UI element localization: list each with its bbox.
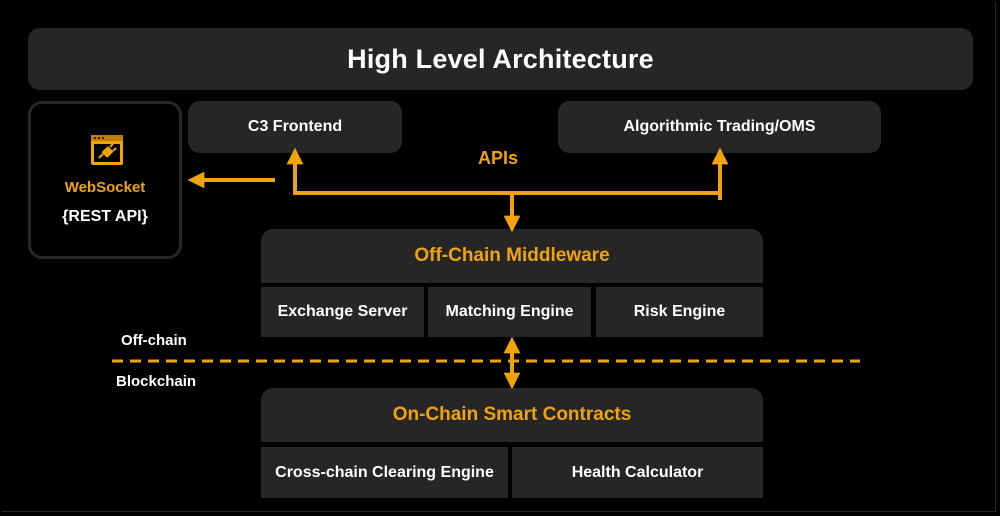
diagram-title: High Level Architecture — [28, 28, 973, 90]
websocket-box: WebSocket {REST API} — [28, 101, 182, 259]
websocket-plug-icon — [91, 135, 123, 165]
rest-api-label: {REST API} — [62, 208, 148, 225]
websocket-label: WebSocket — [64, 179, 146, 196]
offchain-middleware-header: Off-Chain Middleware — [261, 229, 763, 283]
clearing-engine-box: Cross-chain Clearing Engine — [261, 447, 508, 498]
offchain-zone-label: Off-chain — [121, 332, 187, 349]
risk-engine-box: Risk Engine — [596, 287, 763, 337]
matching-engine-box: Matching Engine — [428, 287, 591, 337]
health-calculator-box: Health Calculator — [512, 447, 763, 498]
onchain-contracts-header: On-Chain Smart Contracts — [261, 388, 763, 442]
c3-frontend-box: C3 Frontend — [188, 101, 402, 153]
apis-bus-line — [293, 160, 722, 200]
blockchain-zone-label: Blockchain — [116, 373, 197, 390]
algorithmic-trading-box: Algorithmic Trading/OMS — [558, 101, 881, 153]
apis-label: APIs — [478, 148, 519, 168]
exchange-server-box: Exchange Server — [261, 287, 424, 337]
